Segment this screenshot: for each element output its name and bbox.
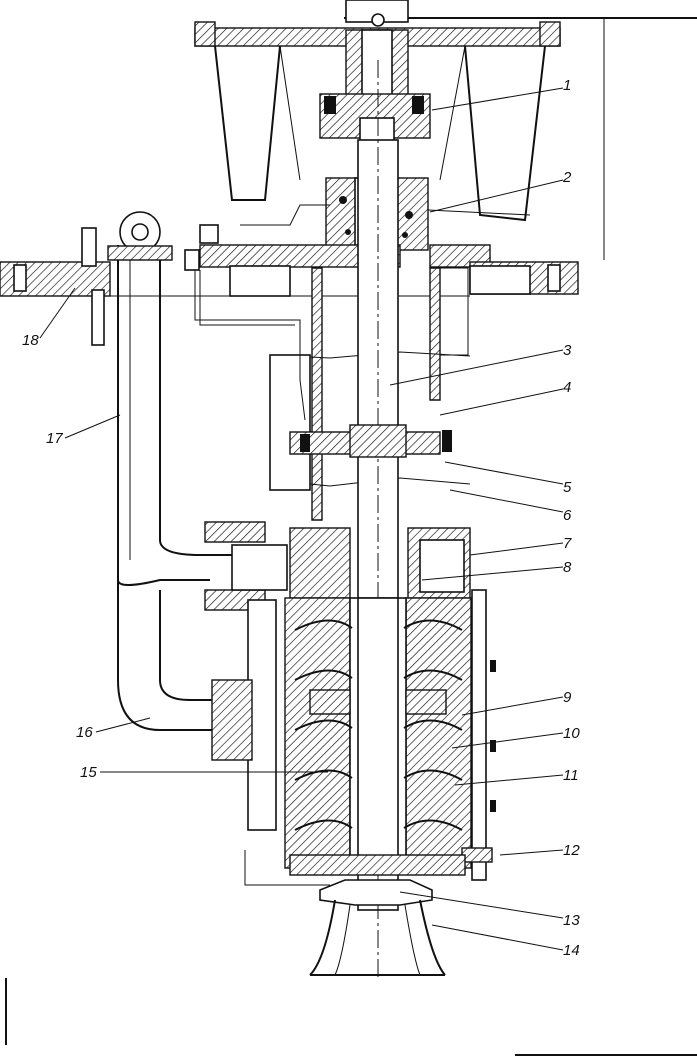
label-17: 17 — [46, 430, 63, 447]
label-16: 16 — [76, 724, 93, 741]
discharge-head — [204, 521, 471, 611]
callout-labels: 1 2 3 4 5 6 7 8 9 10 11 12 13 14 15 16 1… — [22, 77, 580, 959]
impeller-stages — [294, 619, 463, 831]
label-10: 10 — [563, 725, 580, 742]
suction-bell — [289, 854, 466, 976]
label-14: 14 — [563, 942, 580, 959]
label-8: 8 — [563, 559, 572, 576]
label-18: 18 — [22, 332, 39, 349]
label-3: 3 — [563, 342, 572, 359]
label-4: 4 — [563, 379, 571, 396]
label-6: 6 — [563, 507, 572, 524]
stage-casing — [284, 597, 472, 869]
bypass-pipes — [107, 211, 253, 761]
label-12: 12 — [563, 842, 580, 859]
label-13: 13 — [563, 912, 580, 929]
label-2: 2 — [562, 169, 572, 186]
leader-lines — [39, 87, 564, 951]
bearing-housing — [325, 177, 531, 251]
label-9: 9 — [563, 689, 572, 706]
label-11: 11 — [563, 767, 579, 784]
lubrication-lines — [81, 204, 330, 886]
top-coupling — [319, 0, 431, 159]
tie-rods — [247, 589, 496, 881]
label-15: 15 — [80, 764, 97, 781]
label-7: 7 — [563, 535, 572, 552]
mounting-flange — [0, 244, 579, 297]
label-1: 1 — [563, 77, 571, 94]
label-5: 5 — [563, 479, 572, 496]
